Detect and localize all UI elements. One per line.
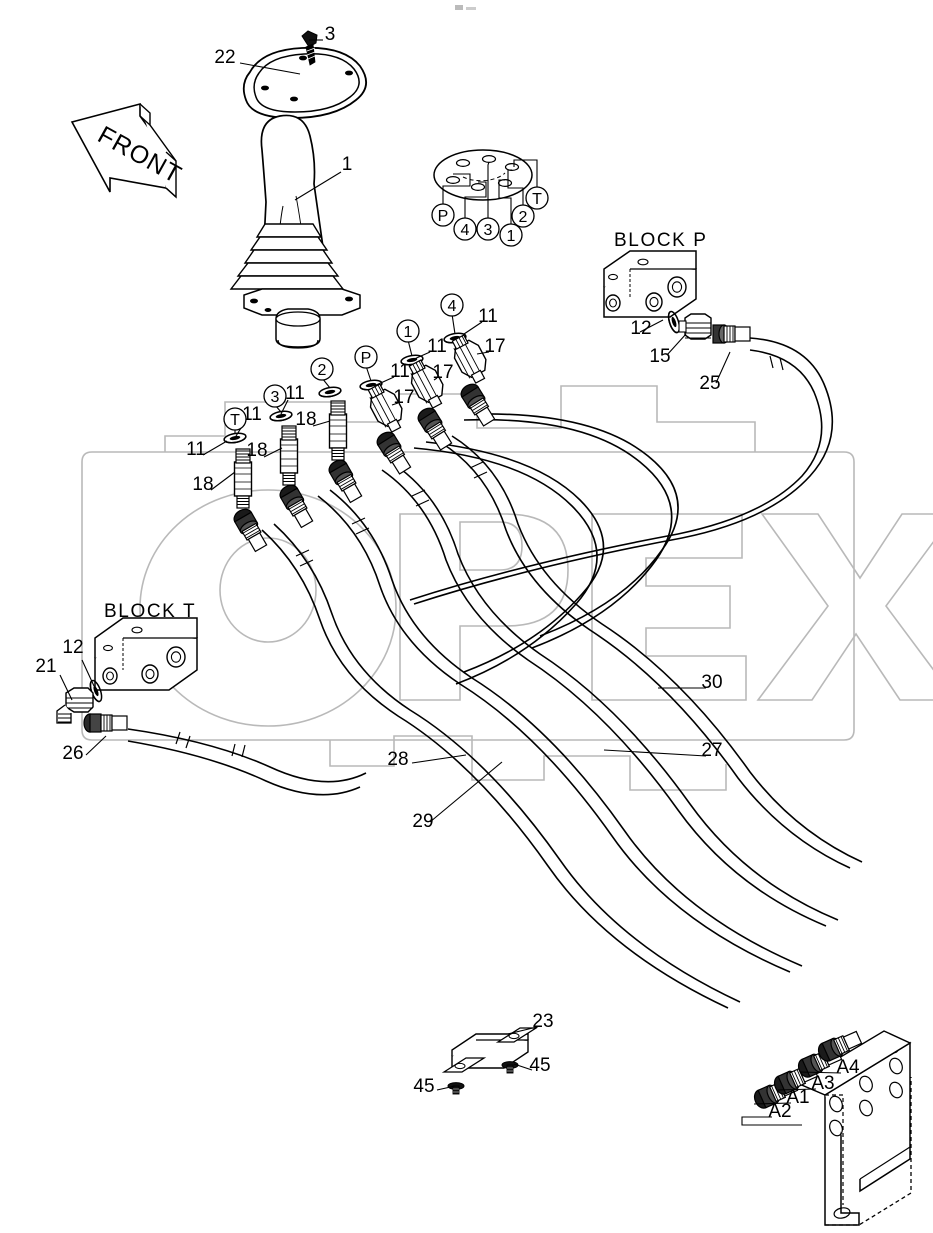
block-t-assembly [56, 617, 198, 733]
callout-circle [354, 345, 378, 369]
callout-circle [476, 217, 500, 241]
callout-circle [310, 357, 334, 381]
callout-21-fitting: 21 [35, 656, 56, 677]
block-t-title: BLOCK T [104, 601, 196, 622]
fitting-port-4-text: 4 [448, 298, 457, 315]
port-callout-3: 3 [476, 217, 500, 241]
callout-18-connector-a: 18 [295, 409, 316, 430]
callout-18-connector-b: 18 [246, 440, 267, 461]
port-label-a1: A1 [786, 1087, 809, 1108]
fitting-port-2-text: 2 [318, 362, 327, 379]
callout-circle [431, 203, 455, 227]
callout-17-adapter-b: 17 [432, 362, 453, 383]
fitting-port-1: 1 [396, 319, 420, 343]
hose-sleeve-bands [175, 355, 784, 758]
callout-circle [525, 186, 549, 210]
port-label-a4: A4 [836, 1057, 860, 1078]
hose-clamp-assembly [441, 1027, 539, 1095]
port-callout-2-text: 2 [519, 209, 528, 226]
callout-circle [453, 217, 477, 241]
port-label-a2: A2 [768, 1101, 791, 1122]
callout-11-oring-d: 11 [285, 383, 305, 404]
port-callout-1-text: 1 [507, 228, 516, 245]
fitting-port-p: P [354, 345, 378, 369]
callout-11-oring-a: 11 [478, 306, 498, 327]
callout-45-screw-b: 45 [413, 1076, 434, 1097]
port-label-a3: A3 [811, 1073, 834, 1094]
callout-23-clamp: 23 [532, 1011, 553, 1032]
fitting-port-t-text: T [230, 412, 240, 429]
fitting-port-4: 4 [440, 293, 464, 317]
port-callout-1: 1 [499, 223, 523, 247]
fitting-port-1-text: 1 [404, 324, 413, 341]
callout-1-joystick: 1 [342, 154, 353, 175]
port-callout-2: 2 [511, 204, 535, 228]
opex-watermark [81, 385, 933, 791]
port-identification-plate [433, 149, 538, 225]
fitting-port-2: 2 [310, 357, 334, 381]
callout-45-screw-a: 45 [529, 1055, 550, 1076]
callout-circle [263, 384, 287, 408]
block-p-assembly [603, 250, 751, 344]
gasket-assembly [242, 30, 367, 119]
port-callout-3-text: 3 [484, 222, 493, 239]
callout-circle [511, 204, 535, 228]
callout-17-adapter-c: 17 [393, 387, 414, 408]
callout-11-oring-f: 11 [186, 439, 206, 460]
port-callout-p-text: P [438, 208, 449, 225]
callout-circle [440, 293, 464, 317]
callout-15-fitting: 15 [649, 346, 670, 367]
callout-25-hose: 25 [699, 373, 720, 394]
callout-circle [499, 223, 523, 247]
callout-22-gasket: 22 [214, 47, 235, 68]
callout-11-oring-c: 11 [390, 361, 410, 382]
fitting-port-t: T [223, 407, 247, 431]
port-callout-p: P [431, 203, 455, 227]
mounting-bracket [795, 1030, 912, 1226]
fitting-port-p-text: P [361, 350, 372, 367]
joystick-assembly [229, 114, 361, 349]
port-callout-4: 4 [453, 217, 477, 241]
block-p-title: BLOCK P [614, 230, 708, 251]
fitting-port-3: 3 [263, 384, 287, 408]
callout-11-oring-b: 11 [427, 336, 447, 357]
callout-17-adapter-a: 17 [484, 336, 505, 357]
callout-circle [396, 319, 420, 343]
port-callout-4-text: 4 [461, 222, 470, 239]
callout-18-connector-c: 18 [192, 474, 213, 495]
callout-28-hose: 28 [387, 749, 408, 770]
callout-leader-lines [59, 39, 842, 1126]
plain-callout-labels: 3221111111111111171717181818121525211226… [35, 24, 722, 1097]
fitting-port-3-text: 3 [271, 389, 280, 406]
callout-11-oring-e: 11 [242, 404, 262, 425]
callout-30-hose: 30 [701, 672, 722, 693]
top-faint-mark [455, 5, 476, 10]
callout-3-bolt: 3 [325, 24, 336, 45]
hydraulic-hoses [127, 337, 863, 1009]
callout-26-hose: 26 [62, 743, 83, 764]
callout-12-oring-blockt: 12 [62, 637, 83, 658]
front-direction-arrow: FRONT [70, 102, 186, 199]
port-callout-t-text: T [532, 191, 542, 208]
callout-27-hose: 27 [701, 740, 722, 761]
callout-circle [223, 407, 247, 431]
port-callout-t: T [525, 186, 549, 210]
callout-12-oring-blockp: 12 [630, 318, 651, 339]
callout-29-hose: 29 [412, 811, 433, 832]
